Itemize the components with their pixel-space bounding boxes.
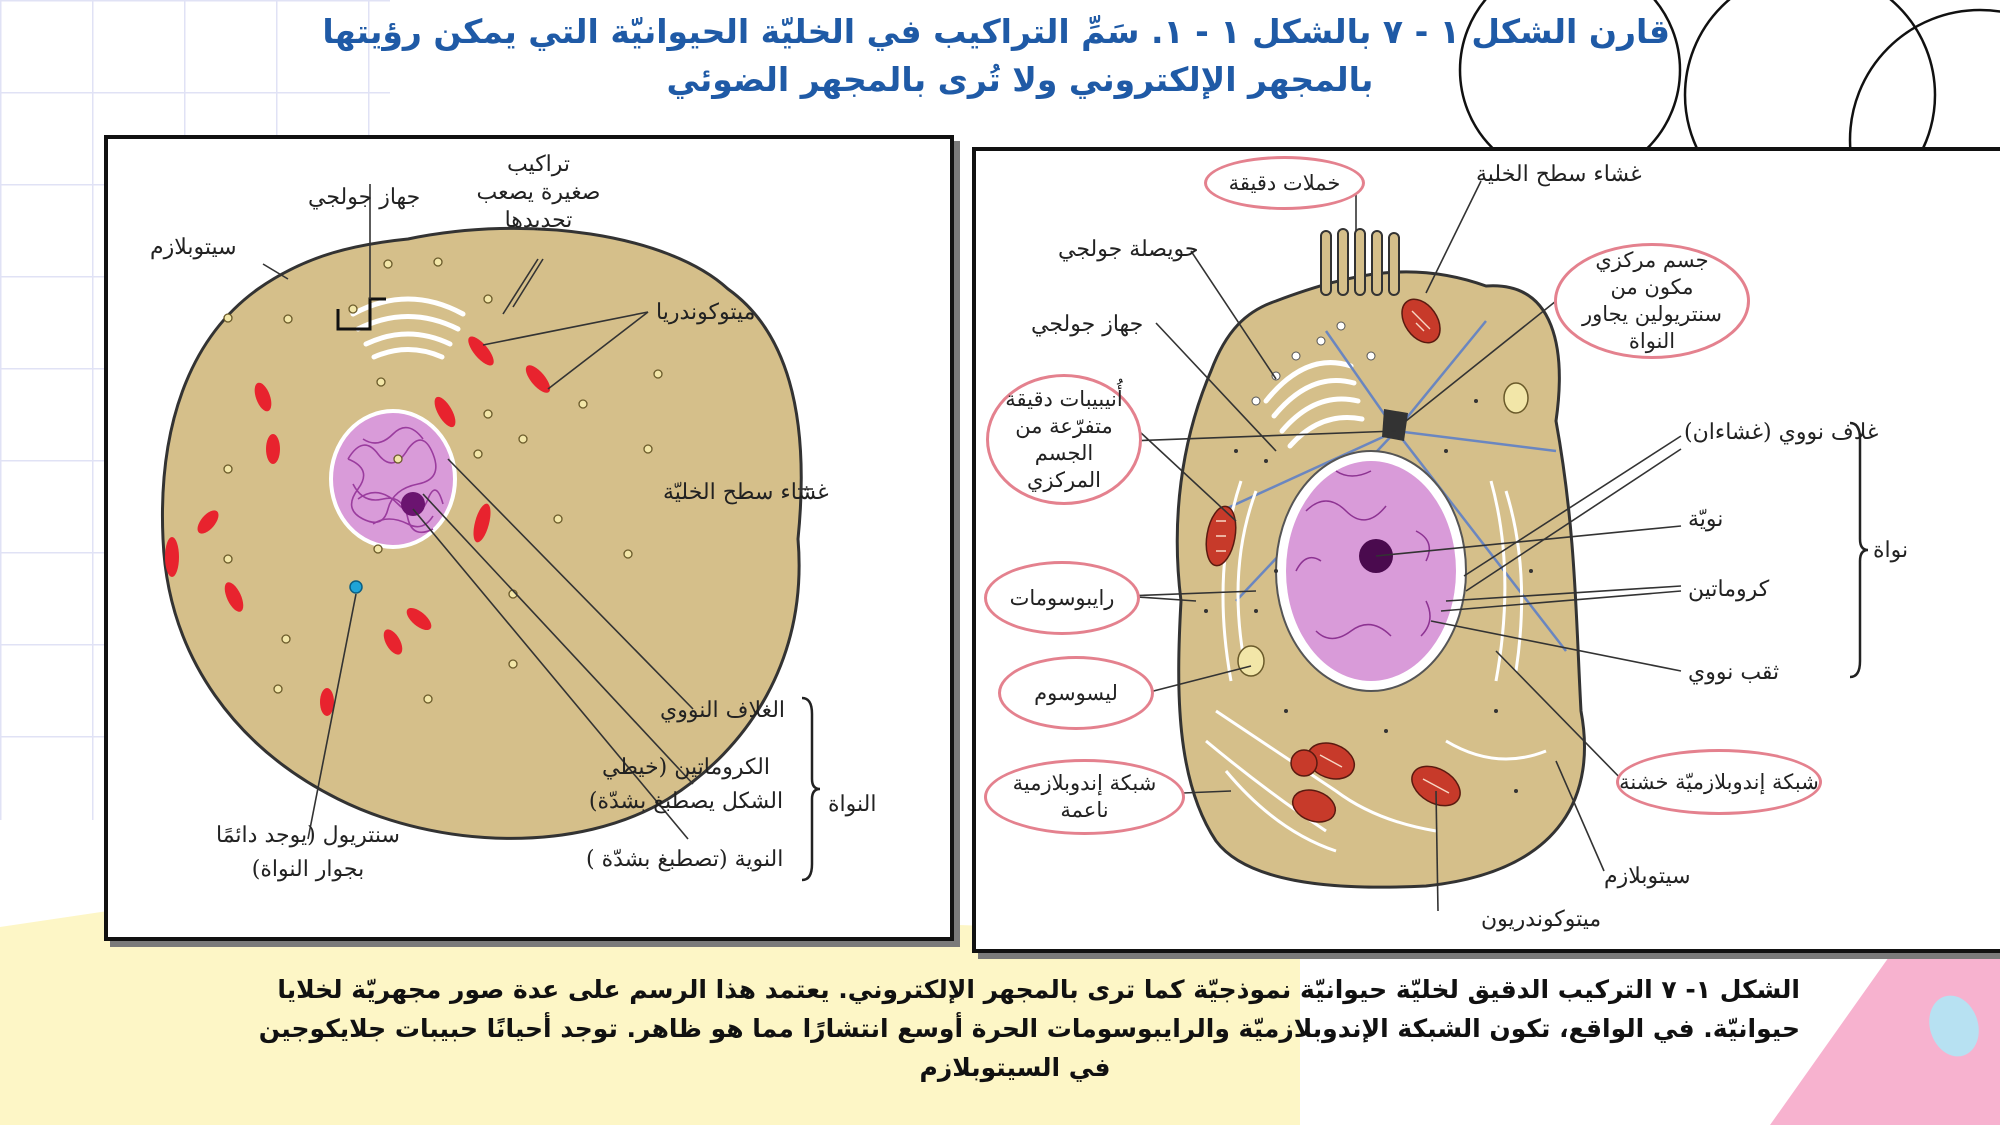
light-leader-lines bbox=[262, 184, 813, 840]
oval-microtubules: أُنيبيبات دقيقة متفرّعة من الجسم المركزي bbox=[986, 374, 1142, 505]
oval-smooth-er: شبكة إندوبلازمية ناعمة bbox=[984, 759, 1185, 835]
caption-line-2: حيوانيّة. في الواقع، تكون الشبكة الإندوب… bbox=[258, 1014, 1800, 1043]
label-microtubules: أُنيبيبات دقيقة متفرّعة من الجسم المركزي bbox=[1005, 386, 1123, 492]
em-ribosomes bbox=[1204, 399, 1533, 793]
light-mitochondria bbox=[165, 336, 551, 716]
label-cell-membrane-right: غشاء سطح الخلية bbox=[1476, 162, 1642, 187]
em-chromatin bbox=[1295, 470, 1431, 640]
label-nuclear-envelope-right: غلاف نووي (غشاءان) bbox=[1684, 420, 1879, 445]
label-nucleolus-right: نويّة bbox=[1688, 507, 1724, 532]
label-centrosome: جسم مركزي مكون من سنتريولين يجاور النواة bbox=[1581, 248, 1723, 353]
em-golgi-vesicles bbox=[1251, 321, 1376, 406]
label-cell-membrane-left: غشاء سطح الخليّة bbox=[663, 480, 829, 505]
label-chromatin-left: الكروماتين (خيطي الشكل يصطبغ بشدّة) bbox=[588, 755, 784, 814]
light-centriole bbox=[349, 580, 363, 594]
nucleus-bracket-left bbox=[801, 696, 821, 882]
label-cytoplasm-right: سيتوبلازم bbox=[1604, 864, 1691, 889]
page-title: قارن الشكل ١ - ٧ بالشكل ١ - ١. سَمِّ الت… bbox=[322, 8, 1670, 104]
em-vesicles-lysosomes bbox=[1237, 382, 1529, 677]
label-nucleolus-left: النوية (تصطبغ بشدّة ) bbox=[586, 847, 784, 872]
label-golgi-left: جهاز جولجي bbox=[308, 185, 421, 210]
label-golgi-right: جهاز جولجي bbox=[1031, 312, 1144, 337]
label-nucleus-right: نواة bbox=[1873, 538, 1909, 563]
oval-microvilli: خملات دقيقة bbox=[1204, 156, 1365, 210]
title-line-2: بالمجهر الإلكتروني ولا تُرى بالمجهر الضو… bbox=[666, 60, 1374, 99]
oval-rough-er: شبكة إندوبلازميّة خشنة bbox=[1616, 749, 1822, 815]
label-small-structures: تراكيب صغيرة يصعب تحديدها bbox=[476, 152, 601, 233]
em-golgi bbox=[1263, 360, 1365, 449]
title-line-1: قارن الشكل ١ - ٧ بالشكل ١ - ١. سَمِّ الت… bbox=[322, 12, 1670, 51]
light-cell-drawing bbox=[160, 184, 813, 840]
label-lysosome: ليسوسوم bbox=[1034, 680, 1118, 705]
label-nuclear-pore: ثقب نووي bbox=[1688, 660, 1780, 685]
oval-centrosome: جسم مركزي مكون من سنتريولين يجاور النواة bbox=[1554, 243, 1750, 359]
caption-line-3: في السيتوبلازم bbox=[919, 1053, 1111, 1082]
label-smooth-er: شبكة إندوبلازمية ناعمة bbox=[1012, 771, 1157, 822]
em-microvilli bbox=[1320, 228, 1400, 296]
label-microvilli: خملات دقيقة bbox=[1228, 170, 1341, 195]
em-centrosome bbox=[1382, 409, 1408, 441]
label-nucleus-left: النواة bbox=[828, 792, 877, 817]
label-mitochondrion: ميتوكوندريون bbox=[1481, 907, 1602, 932]
electron-microscope-diagram: خملات دقيقة غشاء سطح الخلية حويصلة جولجي… bbox=[972, 147, 2000, 953]
oval-lysosome: ليسوسوم bbox=[998, 656, 1154, 730]
figure-caption: الشكل ١- ٧ التركيب الدقيق لخليّة حيوانيّ… bbox=[230, 970, 1800, 1087]
light-nucleolus bbox=[401, 492, 425, 516]
label-golgi-vesicle: حويصلة جولجي bbox=[1058, 237, 1199, 262]
label-rough-er: شبكة إندوبلازميّة خشنة bbox=[1619, 769, 1819, 794]
label-cytoplasm-left: سيتوبلازم bbox=[150, 235, 237, 260]
light-microscope-diagram: تراكيب صغيرة يصعب تحديدها جهاز جولجي سيت… bbox=[104, 135, 954, 941]
label-nuclear-envelope-left: الغلاف النووي bbox=[660, 698, 786, 723]
em-leader-lines bbox=[1123, 180, 1682, 912]
oval-ribosomes: رايبوسومات bbox=[984, 561, 1140, 635]
light-nucleus bbox=[329, 409, 457, 549]
label-chromatin-right: كروماتين bbox=[1688, 577, 1770, 602]
nucleus-bracket-right bbox=[1849, 421, 1869, 679]
label-ribosomes: رايبوسومات bbox=[1009, 585, 1115, 610]
em-mitochondria-cristae bbox=[1216, 310, 1450, 794]
caption-line-1: الشكل ١- ٧ التركيب الدقيق لخليّة حيوانيّ… bbox=[277, 975, 1800, 1004]
label-centriole-left: سنتريول (يوجد دائمًا بجوار النواة) bbox=[216, 823, 400, 882]
label-mitochondria-left: ميتوكوندريا bbox=[656, 300, 756, 325]
light-small-granules bbox=[223, 257, 663, 704]
em-cell-drawing bbox=[1123, 180, 1682, 912]
